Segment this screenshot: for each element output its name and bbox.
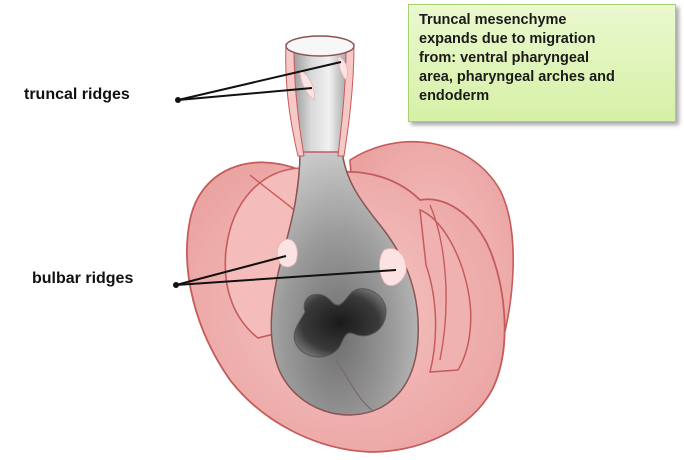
bulbar-pointer-dot [173, 282, 179, 288]
note-line: expands due to migration [419, 30, 667, 49]
truncal-pointer-dot [175, 97, 181, 103]
note-line: area, pharyngeal arches and [419, 68, 667, 87]
note-line: Truncal mesenchyme [419, 11, 667, 30]
note-line: from: ventral pharyngeal [419, 49, 667, 68]
bulbar-ridge-left [277, 239, 297, 267]
mesenchyme-note-box: Truncal mesenchyme expands due to migrat… [408, 4, 676, 122]
bulbar-ridges-label: bulbar ridges [32, 270, 133, 288]
truncal-ridges-label: truncal ridges [24, 86, 130, 104]
truncus-opening [286, 36, 354, 56]
note-line: endoderm [419, 87, 667, 106]
